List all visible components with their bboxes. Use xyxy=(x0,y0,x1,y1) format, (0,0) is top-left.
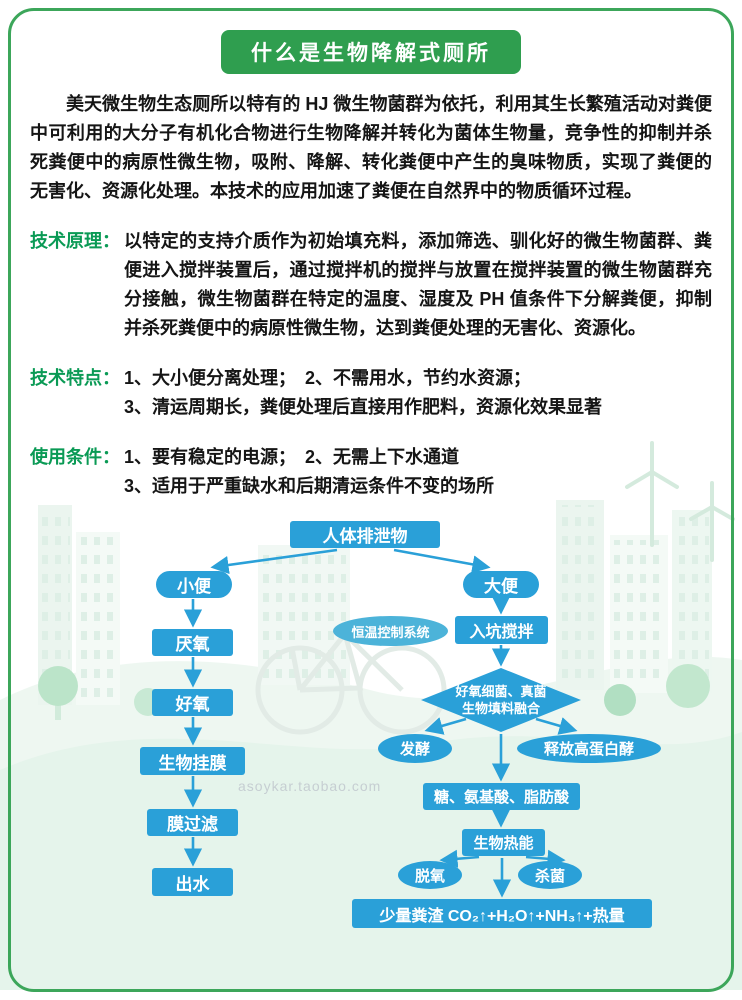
section-conditions-label: 使用条件： xyxy=(30,447,120,467)
section-principle-content: 以特定的支持介质作为初始填充料，添加筛选、驯化好的微生物菌群、粪便进入搅拌装置后… xyxy=(124,231,712,338)
page-title: 什么是生物降解式厕所 xyxy=(221,30,521,74)
flow-node-anaerobic: 厌氧 xyxy=(152,629,233,656)
flow-node-metabolites: 糖、氨基酸、脂肪酸 xyxy=(423,783,580,810)
flow-node-fermentation: 发酵 xyxy=(378,734,452,763)
flow-node-final-output: 少量粪渣 CO₂↑+H₂O↑+NH₃↑+热量 xyxy=(352,899,652,928)
flow-node-biofilm: 生物挂膜 xyxy=(140,747,245,775)
flow-node-feces: 大便 xyxy=(463,571,539,598)
section-conditions-line2: 3、适用于严重缺水和后期清运条件不变的场所 xyxy=(124,476,495,496)
section-features: 技术特点： 1、大小便分离处理； 2、不需用水，节约水资源； 3、清运周期长，粪… xyxy=(30,364,712,422)
section-features-line2: 3、清运周期长，粪便处理后直接用作肥料，资源化效果显著 xyxy=(124,397,603,417)
flow-node-bio-heat: 生物热能 xyxy=(462,829,545,856)
flow-node-urine: 小便 xyxy=(156,571,232,598)
section-principle-label: 技术原理： xyxy=(30,231,120,251)
flow-node-pit-mixing: 入坑搅拌 xyxy=(455,616,548,644)
flow-node-deoxygenation: 脱氧 xyxy=(398,861,462,889)
section-conditions-line1: 1、要有稳定的电源； 2、无需上下水通道 xyxy=(124,447,460,467)
flow-node-aerobic: 好氧 xyxy=(152,689,233,716)
flow-node-protein-release: 释放高蛋白酵 xyxy=(517,734,661,763)
section-principle: 技术原理： 以特定的支持介质作为初始填充料，添加筛选、驯化好的微生物菌群、粪便进… xyxy=(30,227,712,343)
flow-node-sterilization: 杀菌 xyxy=(518,861,582,889)
tree-icon xyxy=(38,664,710,720)
section-features-line1: 1、大小便分离处理； 2、不需用水，节约水资源； xyxy=(124,368,532,388)
flow-node-bacteria-fusion: 好氧细菌、真菌 生物填料融合 xyxy=(421,668,581,732)
flow-node-bacteria-fusion-line1: 好氧细菌、真菌 xyxy=(455,684,547,699)
section-conditions: 使用条件： 1、要有稳定的电源； 2、无需上下水通道 3、适用于严重缺水和后期清… xyxy=(30,443,712,501)
flow-node-bacteria-fusion-line2: 生物填料融合 xyxy=(461,701,540,716)
flow-node-temperature-control: 恒温控制系统 xyxy=(333,616,448,646)
watermark: asoykar.taobao.com xyxy=(238,778,382,794)
section-features-label: 技术特点： xyxy=(30,368,120,388)
flow-node-excreta: 人体排泄物 xyxy=(290,521,440,548)
flow-node-effluent: 出水 xyxy=(152,868,233,896)
intro-paragraph: 美天微生物生态厕所以特有的 HJ 微生物菌群为依托，利用其生长繁殖活动对粪便中可… xyxy=(30,94,712,201)
flow-node-membrane-filtration: 膜过滤 xyxy=(147,809,238,836)
content: 美天微生物生态厕所以特有的 HJ 微生物菌群为依托，利用其生长繁殖活动对粪便中可… xyxy=(30,90,712,501)
